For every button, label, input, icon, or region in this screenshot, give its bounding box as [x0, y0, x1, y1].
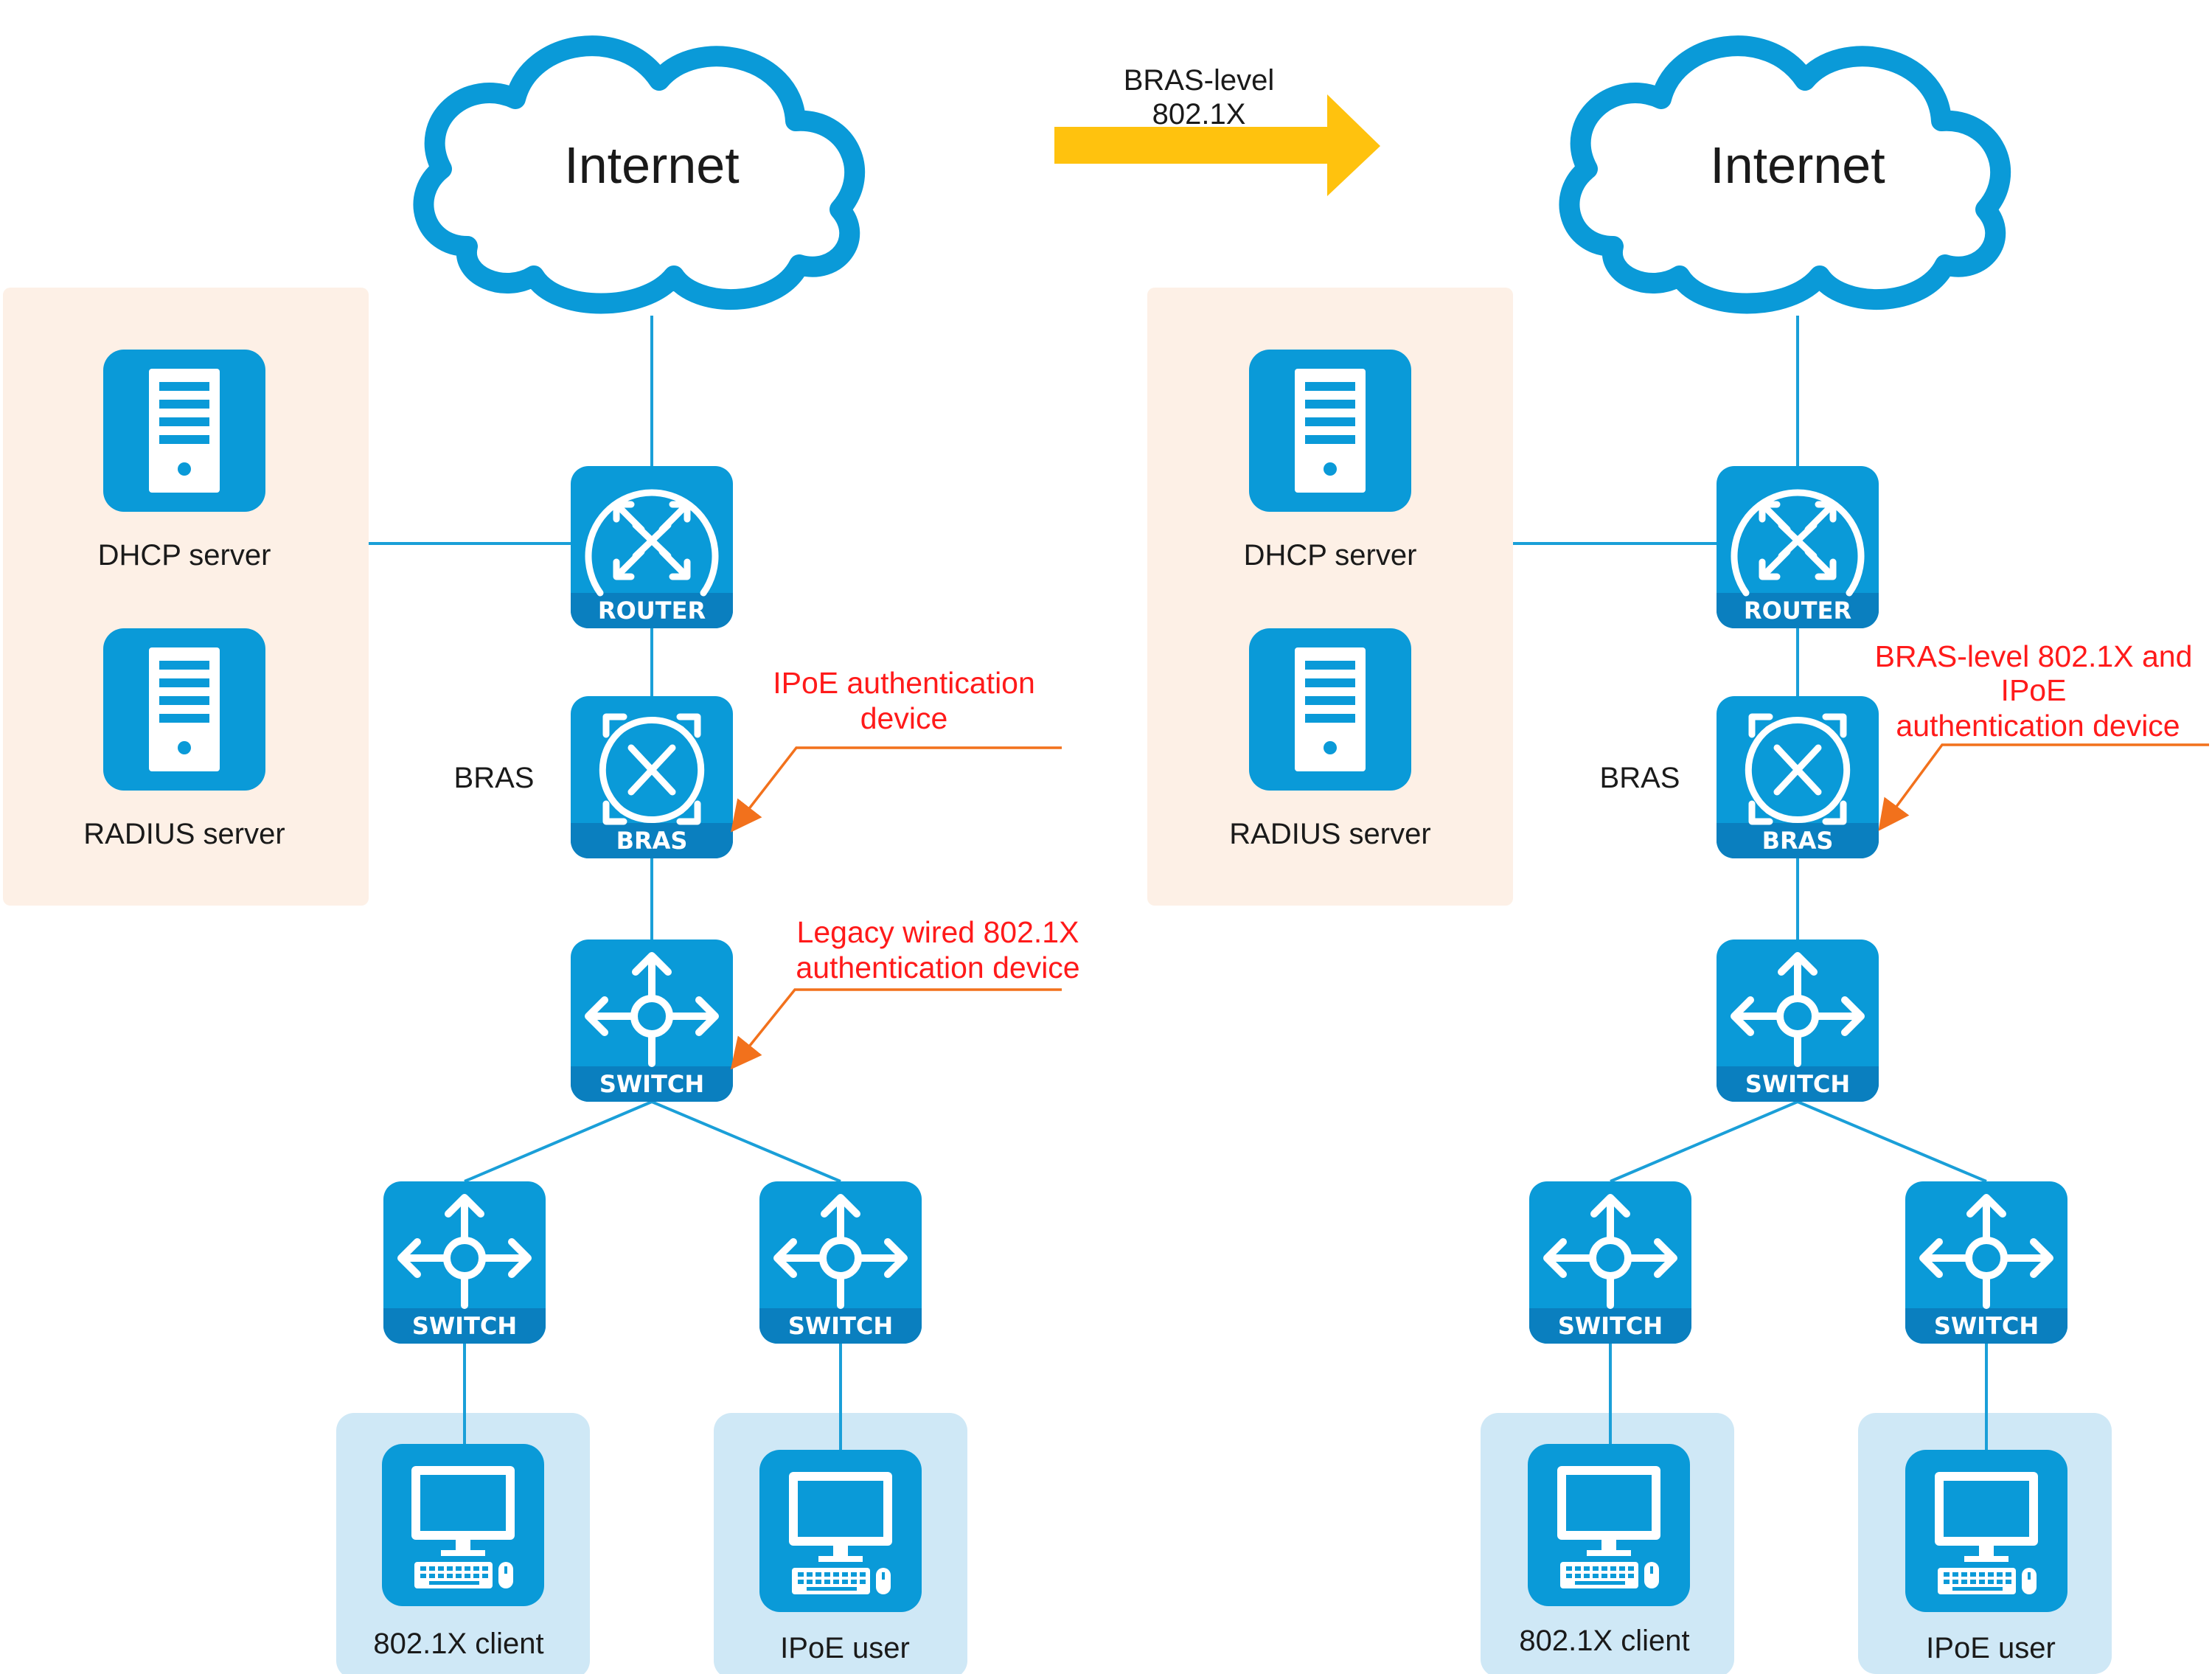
- server-panel: [3, 288, 369, 906]
- radius-server-label: RADIUS server: [83, 818, 285, 850]
- access-switch-right-badge: SWITCH: [1934, 1312, 2039, 1340]
- computer-icon: [1905, 1450, 2067, 1612]
- radius-server-icon: [103, 628, 265, 791]
- callout-bras-arrow: [731, 746, 1062, 833]
- access-switch-right-icon: SWITCH: [759, 1181, 922, 1344]
- internet-label: Internet: [1710, 136, 1885, 194]
- bras-side-label: BRAS: [454, 762, 535, 794]
- link-switch-access-right: [651, 1100, 841, 1183]
- computer-icon: [1528, 1444, 1690, 1606]
- computer-icon: [382, 1444, 544, 1606]
- callout-bras-line3: authentication device: [1896, 709, 2180, 743]
- access-switch-left-icon: SWITCH: [1529, 1181, 1691, 1344]
- dhcp-server-icon: [103, 350, 265, 512]
- access-switch-left-badge: SWITCH: [412, 1312, 517, 1340]
- callout-bras-line1: IPoE authentication: [773, 666, 1035, 700]
- client-ipoe-label: IPoE user: [1926, 1632, 2056, 1664]
- access-switch-right-badge: SWITCH: [788, 1312, 893, 1340]
- dhcp-server-icon: [1249, 350, 1411, 512]
- switch-badge: SWITCH: [599, 1070, 704, 1098]
- transition-label-line1: BRAS-level: [1124, 64, 1275, 97]
- callout-switch-line1: Legacy wired 802.1X: [797, 915, 1079, 949]
- router-badge: ROUTER: [598, 597, 706, 625]
- callout-switch-line2: authentication device: [796, 951, 1079, 984]
- bras-icon: BRAS: [571, 696, 733, 858]
- callout-switch-arrow: [730, 988, 1062, 1070]
- dhcp-server-label: DHCP server: [1244, 539, 1417, 572]
- client-ipoe-label: IPoE user: [780, 1632, 910, 1664]
- radius-server-icon: [1249, 628, 1411, 791]
- bras-badge: BRAS: [616, 827, 688, 855]
- link-switch-access-right: [1797, 1100, 1987, 1183]
- router-icon: ROUTER: [1717, 466, 1879, 628]
- link-switch-access-left: [1610, 1100, 1798, 1183]
- computer-icon: [759, 1450, 922, 1612]
- callout-bras-line2: IPoE: [2001, 673, 2067, 707]
- router-icon: ROUTER: [571, 466, 733, 628]
- dhcp-server-label: DHCP server: [98, 539, 271, 572]
- radius-server-label: RADIUS server: [1229, 818, 1430, 850]
- switch-badge: SWITCH: [1745, 1070, 1850, 1098]
- left-topology: Internet DHCP server RADIUS server ROUTE…: [3, 46, 1080, 1674]
- bras-badge: BRAS: [1762, 827, 1834, 855]
- access-switch-left-badge: SWITCH: [1558, 1312, 1663, 1340]
- switch-icon: SWITCH: [571, 940, 733, 1102]
- transition-arrow: BRAS-level 802.1X: [1054, 64, 1380, 196]
- transition-label-line2: 802.1X: [1152, 98, 1246, 131]
- internet-label: Internet: [564, 136, 739, 194]
- router-badge: ROUTER: [1744, 597, 1851, 625]
- client-8021x-label: 802.1X client: [373, 1628, 543, 1660]
- callout-bras-line1: BRAS-level 802.1X and: [1875, 639, 2193, 673]
- server-panel: [1147, 288, 1513, 906]
- access-switch-right-icon: SWITCH: [1905, 1181, 2067, 1344]
- callout-bras-arrow: [1878, 743, 2209, 831]
- link-switch-access-left: [464, 1100, 653, 1183]
- access-switch-left-icon: SWITCH: [383, 1181, 546, 1344]
- callout-bras-line2: device: [860, 701, 948, 735]
- bras-icon: BRAS: [1717, 696, 1879, 858]
- client-8021x-label: 802.1X client: [1519, 1625, 1689, 1657]
- switch-icon: SWITCH: [1717, 940, 1879, 1102]
- right-topology: Internet DHCP server RADIUS server ROUTE…: [1147, 46, 2209, 1674]
- bras-side-label: BRAS: [1600, 762, 1680, 794]
